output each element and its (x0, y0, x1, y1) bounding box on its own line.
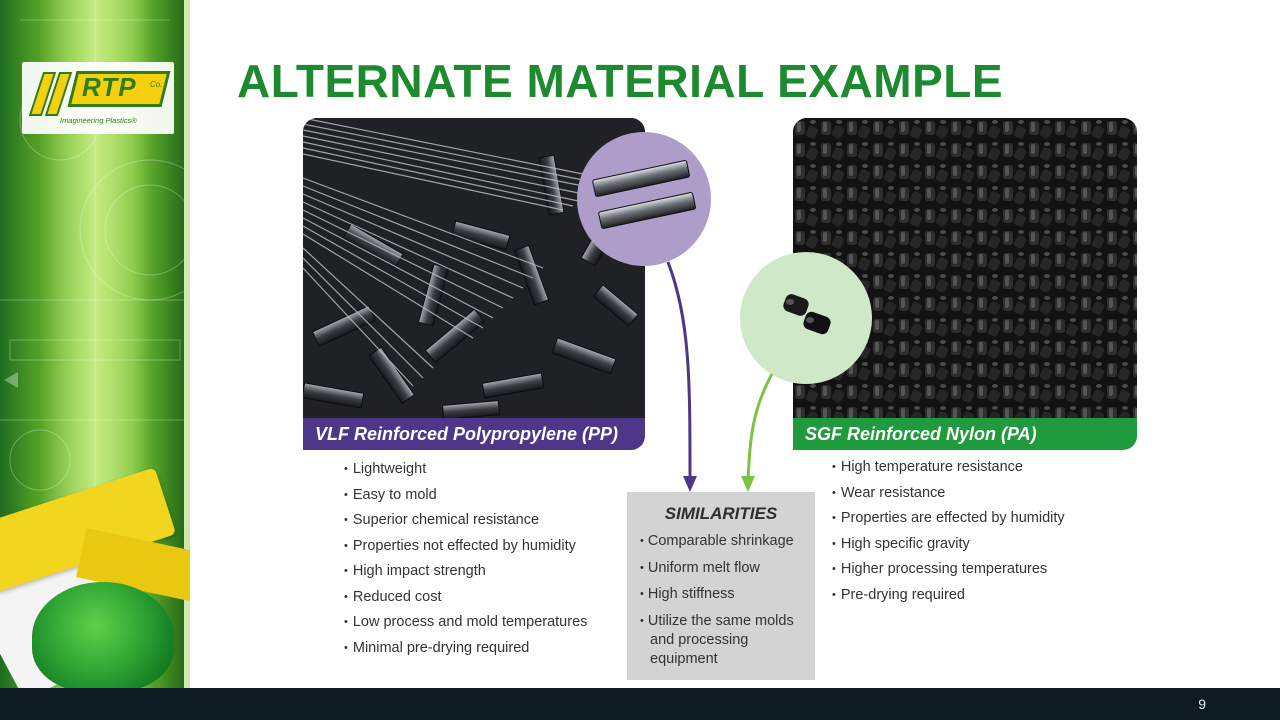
green-pellets-pile-graphic (32, 582, 174, 688)
list-item: Comparable shrinkage (640, 532, 820, 552)
rtp-logo: RTP Co. Imagineering Plastics® (22, 62, 174, 134)
arrow-decoration (4, 372, 18, 388)
list-item: Easy to mold (344, 486, 587, 512)
logo-text: RTP (82, 72, 137, 102)
list-item: Higher processing temperatures (832, 560, 1065, 586)
sgf-properties-list: High temperature resistance Wear resista… (832, 458, 1065, 611)
slide-title: ALTERNATE MATERIAL EXAMPLE (237, 55, 1004, 107)
sgf-pellet-closeup-bubble (740, 252, 872, 384)
list-item: Minimal pre-drying required (344, 639, 587, 665)
logo-tagline: Imagineering Plastics® (60, 116, 137, 125)
slide-footer: 9 (0, 688, 1280, 720)
similarities-box: SIMILARITIES Comparable shrinkage Unifor… (627, 492, 815, 680)
green-arrowhead (741, 476, 755, 492)
sgf-material-label: SGF Reinforced Nylon (PA) (793, 418, 1137, 450)
list-item: Lightweight (344, 460, 587, 486)
list-item: Uniform melt flow (640, 559, 820, 579)
list-item: High temperature resistance (832, 458, 1065, 484)
purple-arrowhead (683, 476, 697, 492)
sgf-pellets-photo (793, 118, 1137, 418)
list-item: High stiffness (640, 585, 820, 605)
list-item: High specific gravity (832, 535, 1065, 561)
list-item: Pre-drying required (832, 586, 1065, 612)
strip-edge (184, 0, 190, 688)
page-number: 9 (1198, 696, 1206, 712)
list-item: Reduced cost (344, 588, 587, 614)
list-item: Utilize the same molds and processing eq… (640, 612, 820, 669)
list-item: Low process and mold temperatures (344, 613, 588, 639)
decorative-side-strip: RTP Co. Imagineering Plastics® (0, 0, 190, 688)
list-item: Properties not effected by humidity (344, 537, 587, 563)
list-item: Properties are effected by humidity (832, 509, 1065, 535)
purple-arrow-line (666, 261, 692, 481)
similarities-list: Comparable shrinkage Uniform melt flow H… (640, 532, 820, 675)
vlf-properties-list: Lightweight Easy to mold Superior chemic… (344, 460, 588, 665)
vlf-material-label: VLF Reinforced Polypropylene (PP) (303, 418, 645, 450)
list-item: High impact strength (344, 562, 587, 588)
logo-suffix: Co. (150, 80, 163, 89)
list-item: Superior chemical resistance (344, 511, 587, 537)
green-arrow-line (746, 373, 774, 481)
list-item: Wear resistance (832, 484, 1065, 510)
vlf-pellet-closeup-bubble (577, 132, 711, 266)
similarities-title: SIMILARITIES (664, 504, 778, 523)
